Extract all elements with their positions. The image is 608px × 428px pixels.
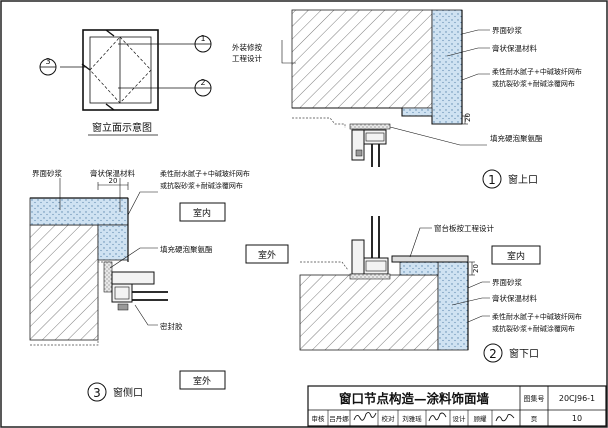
review-signature [353,411,377,421]
title-block-atlas-no: 20CJ96-1 [559,394,595,403]
title-block-atlas-label: 图集号 [524,394,545,403]
sill-detail-index: 2 窗下口 [483,343,539,363]
head-label-interface-mortar: 界面砂浆 [492,25,522,35]
head-label-foam: 填充硬泡聚氨酯 [490,133,543,143]
title-block-title: 窗口节点构造—涂料饰面墙 [339,391,490,406]
sill-label-insulation: 膏状保温材料 [492,293,537,303]
head-leaders [281,29,490,146]
jamb-leaders [59,178,158,326]
jamb-label-interface-mortar: 界面砂浆 [32,168,62,178]
head-dim-20: 20 [464,113,472,122]
title-block-design-label: 设计 [453,414,467,423]
window-elevation-sketch [60,29,195,111]
sill-label-mesh-1: 柔性耐水腻子+中碱玻纤网布 [492,312,582,321]
sill-detail-title: 窗下口 [509,347,539,360]
jamb-room-inside-box: 室内 [179,202,226,222]
head-label-mesh-2: 或抗裂砂浆+耐碱涂覆网布 [492,79,575,88]
title-block-page-no: 10 [572,414,582,423]
sill-label-sill-board: 窗台板按工程设计 [434,223,494,233]
elevation-marker-1-text: 1 [200,34,205,43]
sill-dim-20: 20 [472,264,480,273]
jamb-room-inside: 室内 [193,207,211,219]
head-label-insulation: 膏状保温材料 [492,43,537,53]
jamb-room-outside-bottom-box: 室外 [179,370,226,390]
title-block-check-label: 校对 [382,414,396,423]
design-signature [495,413,515,422]
elevation-marker-2-text: 2 [200,78,205,87]
jamb-detail-drawing [29,182,168,346]
jamb-label-mesh-2: 或抗裂砂浆+耐碱涂覆网布 [160,181,243,190]
title-block-review-name: 吕丹娜 [329,414,349,423]
jamb-detail-index: 3 窗侧口 [87,382,143,402]
jamb-room-outside-mid: 室外 [258,249,276,261]
check-signature [428,412,447,422]
sill-room-inside-box: 室内 [491,245,541,265]
sill-room-inside: 室内 [507,250,525,262]
jamb-label-foam: 填充硬泡聚氨酯 [160,244,213,254]
head-label-mesh-1: 柔性耐水腻子+中碱玻纤网布 [492,67,582,76]
elevation-marker-3-text: 3 [45,57,50,66]
head-detail-title: 窗上口 [508,173,538,186]
sill-detail-number: 2 [489,347,497,361]
head-detail-index: 1 窗上口 [482,169,538,189]
sill-detail-drawing [299,216,475,351]
head-detail-number: 1 [488,173,496,187]
title-block [307,385,607,427]
jamb-label-insulation: 膏状保温材料 [90,168,135,178]
sill-label-interface-mortar: 界面砂浆 [492,277,522,287]
jamb-dim-20: 20 [109,177,118,185]
head-detail-drawing [291,9,468,167]
title-block-review-label: 审核 [312,414,326,423]
sill-label-mesh-2: 或抗裂砂浆+耐碱涂覆网布 [492,324,575,333]
elevation-marker-1: 1 [194,34,212,53]
jamb-detail-number: 3 [93,386,101,400]
elevation-title: 窗立面示意图 [92,121,152,134]
sill-leaders [409,227,490,323]
title-block-check-name: 刘雅瑶 [402,414,422,423]
jamb-label-mesh-1: 柔性耐水腻子+中碱玻纤网布 [160,169,250,178]
elevation-marker-2: 2 [194,78,212,97]
head-label-facade-2: 工程设计 [232,53,262,63]
title-block-design-name: 顾耀 [474,414,488,423]
jamb-room-outside-mid-box: 室外 [245,244,289,264]
elevation-marker-3: 3 [39,57,57,76]
jamb-room-outside-bottom: 室外 [193,375,211,387]
head-label-facade-1: 外装修按 [232,42,262,52]
title-block-page-label: 页 [531,415,538,423]
jamb-label-sealant: 密封胶 [160,321,183,331]
jamb-detail-title: 窗侧口 [113,386,143,399]
